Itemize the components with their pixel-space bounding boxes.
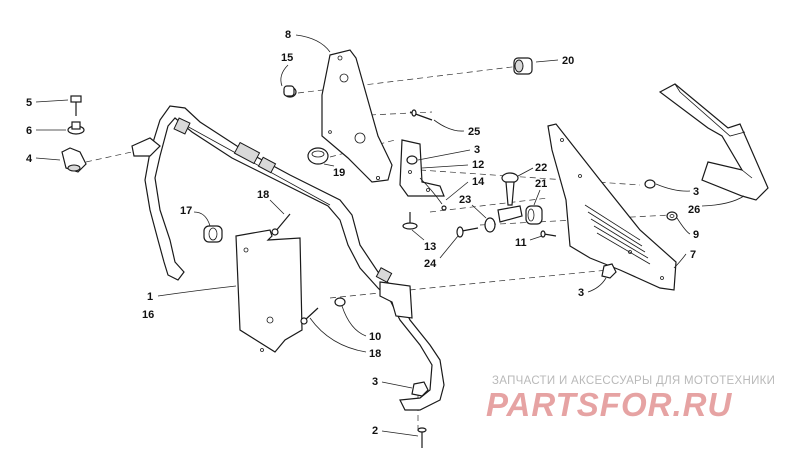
callout-16: 16	[142, 309, 154, 321]
side-panel-7	[547, 123, 677, 291]
lever-knob-22	[501, 172, 519, 206]
callout-23: 23	[459, 194, 471, 206]
bolt-5	[70, 95, 82, 116]
screw-18-upper	[271, 213, 291, 236]
bolt-11	[540, 230, 557, 238]
rubber-bumper-20	[513, 57, 533, 75]
bolt-24	[456, 226, 479, 238]
main-frame-tube	[131, 105, 445, 411]
callout-24: 24	[424, 258, 437, 270]
washer-9	[666, 211, 678, 221]
nut-3-right	[644, 179, 656, 189]
callout-3-panel: 3	[578, 287, 584, 299]
callouts: 5 6 4 8 15 20 25 3 12 14 22 21 23 19 3 2…	[26, 29, 745, 437]
callout-25: 25	[468, 126, 480, 138]
watermark-tagline: ЗАПЧАСТИ И АКСЕССУАРЫ ДЛЯ МОТОТЕХНИКИ	[492, 375, 775, 387]
bracket-lower-frame	[379, 281, 413, 319]
nut-3-lower	[411, 381, 429, 397]
bolt-13	[402, 212, 418, 230]
bolt-2	[417, 427, 427, 448]
callout-3-right: 3	[693, 186, 699, 198]
callout-20: 20	[562, 55, 574, 67]
nut-3-lower-panel	[601, 263, 617, 279]
callout-4: 4	[26, 153, 33, 165]
small-bracket-12	[399, 139, 445, 197]
callout-2: 2	[372, 425, 378, 437]
clamp-4	[61, 147, 87, 173]
callout-18-upper: 18	[257, 189, 269, 201]
bumper-pad-26	[658, 83, 769, 201]
knob-19	[307, 147, 329, 165]
callout-3-bracket: 3	[474, 144, 480, 156]
callout-9: 9	[693, 229, 699, 241]
callout-17: 17	[180, 205, 192, 217]
screw-18-lower	[300, 307, 319, 325]
mounting-plate-16	[235, 229, 303, 353]
callout-7: 7	[690, 249, 696, 261]
callout-14: 14	[472, 176, 485, 188]
bushing-21	[525, 205, 543, 225]
nut-10	[334, 297, 346, 307]
callout-15: 15	[281, 52, 293, 64]
bushing-17	[203, 225, 223, 243]
watermark-logo: PARTSFOR.RU	[486, 386, 732, 423]
lever-arm	[497, 205, 523, 223]
callout-1: 1	[147, 291, 153, 303]
callout-18-lower: 18	[369, 348, 381, 360]
washer-6	[67, 121, 85, 135]
nut-3-bracket	[406, 155, 418, 165]
spacer-23	[484, 217, 496, 233]
callout-5: 5	[26, 97, 32, 109]
callout-6: 6	[26, 125, 32, 137]
watermark: ЗАПЧАСТИ И АКСЕССУАРЫ ДЛЯ МОТОТЕХНИКИ PA…	[486, 375, 775, 423]
grommet-15	[283, 85, 297, 98]
callout-26: 26	[688, 204, 700, 216]
callout-11: 11	[515, 237, 527, 249]
callout-21: 21	[535, 178, 547, 190]
callout-22: 22	[535, 162, 547, 174]
upper-bracket-8	[321, 49, 393, 183]
callout-10: 10	[369, 331, 381, 343]
callout-3-lower: 3	[372, 376, 378, 388]
cable-14	[419, 177, 447, 211]
pin-25	[409, 109, 433, 121]
callout-19: 19	[333, 167, 345, 179]
callout-12: 12	[472, 159, 484, 171]
callout-13: 13	[424, 241, 436, 253]
callout-8: 8	[285, 29, 291, 41]
